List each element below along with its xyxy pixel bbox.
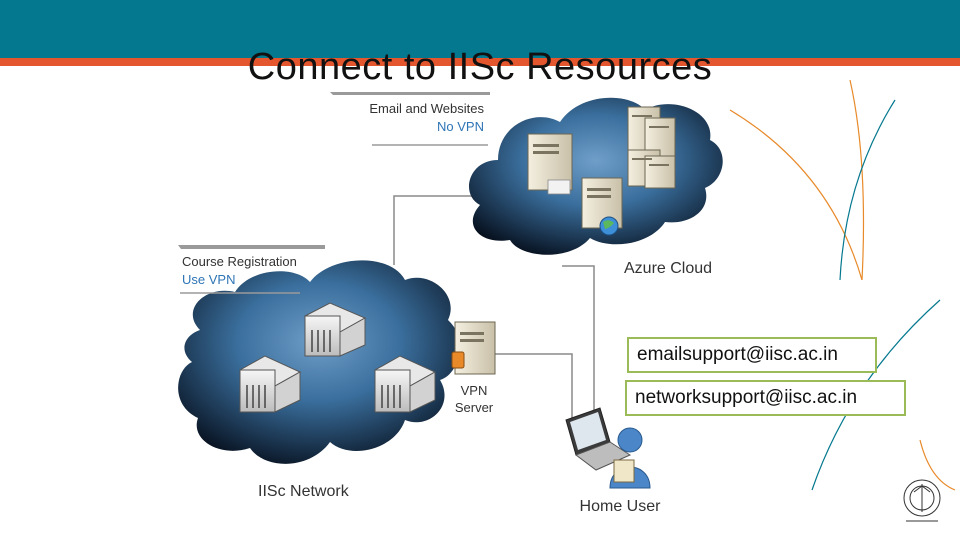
email-callout-line2: No VPN [437,119,484,134]
vpn-label-line2: Server [455,400,494,415]
email-support-box: emailsupport@iisc.ac.in [627,337,877,373]
email-callout: Email and Websites No VPN [330,92,490,146]
teal-arc-1 [839,99,896,281]
building-icon-top [303,302,367,357]
orange-arc-2 [849,79,865,281]
server-rack-icon [627,106,676,189]
course-callout-line1: Course Registration [182,254,297,269]
server-icon [527,133,573,195]
line-cloud-to-home [562,265,595,420]
header-stripe [0,58,960,66]
orange-arc-1 [729,109,863,281]
web-server-icon [581,177,623,236]
decorative-arcs [729,79,956,491]
laptop-icon [565,407,632,471]
vpn-label-line1: VPN [461,383,488,398]
building-icon-left [238,355,302,413]
iisc-cloud [178,260,460,464]
line-cloud-to-iisc [393,195,488,265]
course-callout-line2: Use VPN [182,272,235,287]
vpn-server-icon [451,321,496,375]
line-vpn-to-home [495,353,573,420]
building-icon-right [373,355,437,413]
email-callout-line1: Email and Websites [369,101,484,116]
iisc-network-label: IISc Network [258,483,350,500]
header-bar [0,0,960,58]
network-support-box: networksupport@iisc.ac.in [625,380,906,416]
orange-arc-3 [919,439,956,491]
home-user-label: Home User [580,498,662,515]
page-title: Connect to IISc Resources [247,46,713,88]
user-icon [609,427,651,489]
azure-cloud [468,97,723,255]
connection-lines [393,195,595,420]
iisc-crest-icon [903,479,941,522]
course-callout: Course Registration Use VPN [178,245,325,294]
azure-cloud-label: Azure Cloud [624,260,712,277]
